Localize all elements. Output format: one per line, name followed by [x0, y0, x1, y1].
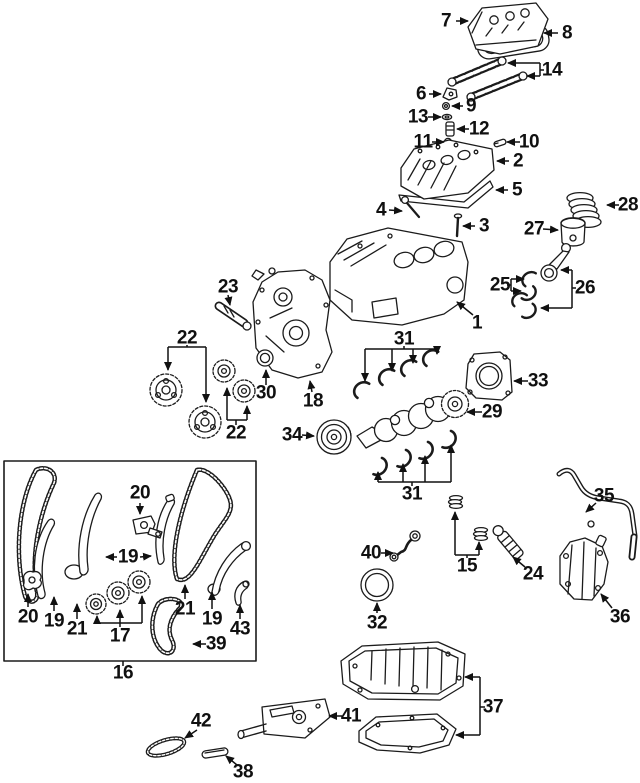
chain-guide-right	[208, 542, 250, 596]
callout-10: 10	[518, 131, 540, 153]
valve-cover	[468, 3, 548, 54]
valve-seal	[442, 114, 451, 119]
chain-guide-center-left	[65, 493, 101, 579]
callout-43: 43	[229, 618, 251, 640]
upper-oil-pan	[341, 642, 465, 700]
callout-27: 27	[523, 218, 545, 240]
piston	[561, 218, 585, 246]
head-bolt	[454, 214, 461, 236]
callout-13: 13	[407, 106, 429, 128]
cam-phaser-exhaust	[189, 406, 221, 438]
cylinder-head	[401, 140, 494, 199]
chain-tensioner-left	[24, 571, 42, 589]
oil-pump-chain	[146, 735, 186, 759]
callout-34: 34	[281, 424, 303, 446]
callout-32: 32	[366, 612, 388, 634]
callout-19b: 19	[201, 608, 223, 630]
front-cover-seal	[361, 569, 393, 601]
connecting-rod	[541, 244, 570, 281]
cam-sprocket-a	[213, 360, 235, 382]
head-bolt-small	[493, 139, 506, 148]
callout-12: 12	[468, 118, 490, 140]
callout-9: 9	[465, 95, 477, 117]
front-crank-seal	[257, 350, 273, 366]
rod-bearings	[510, 269, 539, 320]
timing-chain-right	[174, 470, 231, 580]
callout-24: 24	[522, 563, 544, 585]
callout-36: 36	[609, 606, 631, 628]
oil-pump-drive	[219, 306, 251, 330]
secondary-chain	[152, 599, 181, 653]
callout-38: 38	[232, 761, 254, 783]
valve-lifter	[446, 122, 454, 136]
pump-chain-guide	[202, 747, 229, 758]
callout-35: 35	[593, 485, 615, 507]
lower-oil-pan	[359, 714, 456, 753]
callout-11: 11	[413, 131, 433, 153]
engine-valve	[402, 197, 419, 217]
callout-16: 16	[112, 662, 134, 684]
oil-nozzle	[390, 531, 420, 561]
callout-21a: 21	[66, 618, 88, 640]
camshafts	[448, 57, 527, 101]
callout-28: 28	[617, 194, 639, 216]
timing-cover	[252, 268, 332, 378]
callout-26: 26	[574, 277, 596, 299]
callout-33: 33	[527, 370, 549, 392]
callout-25: 25	[489, 274, 511, 296]
callout-8: 8	[561, 22, 573, 44]
callout-20b: 20	[17, 606, 39, 628]
callout-39: 39	[205, 633, 227, 655]
callout-15: 15	[456, 555, 478, 577]
crank-pulley	[317, 420, 351, 454]
oil-feed-pipe	[559, 470, 635, 557]
chain-guide-small	[235, 581, 249, 605]
callout-37: 37	[482, 696, 504, 718]
callout-20a: 20	[129, 482, 151, 504]
rear-main-seal	[466, 352, 512, 400]
callout-7: 7	[440, 10, 452, 32]
callout-23: 23	[217, 276, 239, 298]
callout-5: 5	[511, 179, 523, 201]
callout-19a: 19	[43, 610, 65, 632]
callout-3: 3	[478, 215, 490, 237]
callout-21b: 21	[174, 598, 196, 620]
chain-guide-center-right	[156, 494, 175, 564]
callout-41: 41	[340, 705, 362, 727]
timing-drive-group-box	[4, 461, 256, 661]
rocker-arm	[443, 88, 457, 100]
callout-40: 40	[360, 542, 382, 564]
cam-phaser-intake	[150, 374, 182, 406]
callout-42: 42	[190, 710, 212, 732]
callout-22b: 22	[225, 422, 247, 444]
callout-19c: 19	[117, 546, 139, 568]
chain-tensioner-top	[133, 516, 162, 538]
callout-29: 29	[481, 401, 503, 423]
callout-31a: 31	[393, 328, 415, 350]
callout-31b: 31	[401, 483, 423, 505]
callout-17: 17	[109, 625, 131, 647]
leader-lines	[24, 17, 619, 765]
cam-sprocket-b	[233, 380, 255, 402]
callout-22a: 22	[176, 327, 198, 349]
callout-6: 6	[415, 83, 427, 105]
callout-30: 30	[255, 382, 277, 404]
crankshaft	[357, 391, 469, 449]
chain-tensioner-bolt	[491, 523, 524, 560]
oil-pump	[238, 699, 330, 739]
callout-4: 4	[375, 199, 387, 221]
engine-block	[330, 228, 468, 325]
valve-spring-retainer	[443, 103, 450, 110]
callout-2: 2	[512, 150, 524, 172]
callout-18: 18	[302, 390, 324, 412]
idler-sprockets	[86, 571, 150, 614]
callout-14: 14	[541, 59, 563, 81]
oil-cooler	[560, 535, 608, 600]
relief-valve-springs	[449, 496, 488, 541]
callout-1: 1	[471, 312, 483, 334]
head-gasket	[399, 181, 493, 208]
